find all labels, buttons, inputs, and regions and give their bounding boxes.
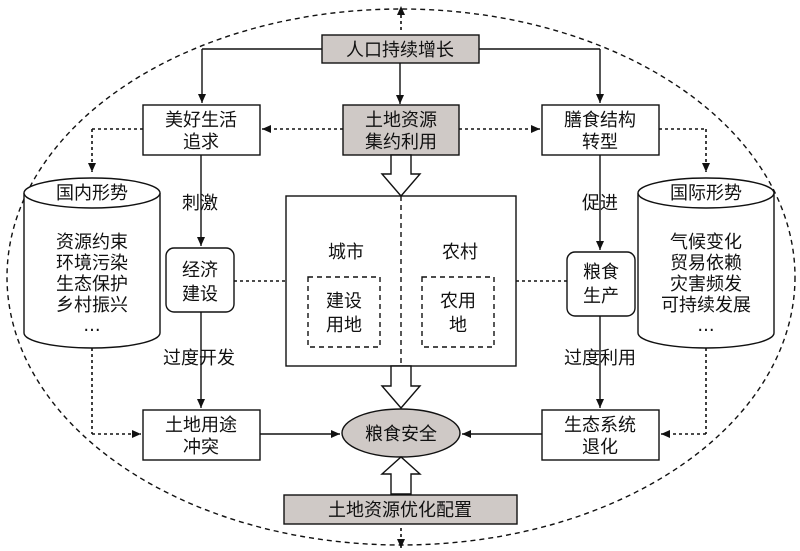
- domestic-item-1: 资源约束: [56, 232, 128, 253]
- better-life-line1: 美好生活: [165, 110, 237, 131]
- eco-line1: 生态系统: [564, 415, 636, 436]
- domestic-item-2: 环境污染: [56, 253, 128, 274]
- food-security-label: 粮食安全: [365, 424, 437, 445]
- farmland-line1: 农用: [440, 291, 476, 312]
- better-life-line2: 追求: [183, 132, 219, 153]
- intensive-use-line1: 土地资源: [365, 110, 437, 131]
- domestic-item-more: ...: [83, 315, 100, 336]
- international-item-2: 贸易依赖: [670, 253, 742, 274]
- international-item-3: 灾害频发: [670, 274, 742, 295]
- promote-label: 促进: [582, 193, 618, 214]
- rural-label: 农村: [442, 242, 478, 263]
- grain-line2: 生产: [583, 286, 619, 307]
- diet-transition-box: [541, 104, 660, 156]
- land-optimization-box: [283, 494, 518, 525]
- stimulate-label: 刺激: [182, 193, 218, 214]
- international-item-more: ...: [697, 315, 714, 336]
- center-hollow-arrow: [380, 365, 422, 410]
- optimize-hollow-arrow: [380, 456, 422, 495]
- econ-line1: 经济: [182, 260, 218, 281]
- international-situation-cylinder: [637, 177, 775, 349]
- domestic-situation-cylinder: [23, 177, 161, 349]
- international-item-4: 可持续发展: [661, 295, 751, 316]
- farmland-line2: 地: [449, 315, 467, 336]
- domestic-item-3: 生态保护: [56, 274, 128, 295]
- city-label: 城市: [328, 242, 364, 263]
- international-title: 国际形势: [670, 183, 742, 204]
- construction-land-line1: 建设: [326, 291, 362, 312]
- eco-degradation-box: [541, 409, 660, 461]
- overdev-label: 过度开发: [163, 348, 235, 369]
- overuse-label: 过度利用: [564, 348, 636, 369]
- conflict-line1: 土地用途: [165, 415, 237, 436]
- diet-transition-line1: 膳食结构: [564, 110, 636, 131]
- grain-production-box: [566, 251, 636, 317]
- population-growth-label: 人口持续增长: [346, 40, 454, 61]
- construction-land-line2: 用地: [326, 315, 362, 336]
- diet-transition-line2: 转型: [582, 132, 618, 153]
- economic-construction-box: [165, 247, 235, 313]
- intensive-use-box: [342, 104, 460, 156]
- eco-line2: 退化: [582, 437, 618, 458]
- land-optimization-label: 土地资源优化配置: [328, 500, 472, 521]
- grain-line1: 粮食: [583, 262, 619, 283]
- international-item-1: 气候变化: [670, 232, 742, 253]
- better-life-box: [142, 104, 261, 156]
- conflict-line2: 冲突: [183, 437, 219, 458]
- farmland-box: [421, 276, 495, 348]
- intensive-use-line2: 集约利用: [365, 132, 437, 153]
- intensive-hollow-arrow: [380, 154, 422, 198]
- land-use-conflict-box: [142, 409, 261, 461]
- domestic-item-4: 乡村振兴: [56, 295, 128, 316]
- econ-line2: 建设: [182, 284, 218, 305]
- domestic-title: 国内形势: [56, 183, 128, 204]
- construction-land-box: [307, 276, 381, 348]
